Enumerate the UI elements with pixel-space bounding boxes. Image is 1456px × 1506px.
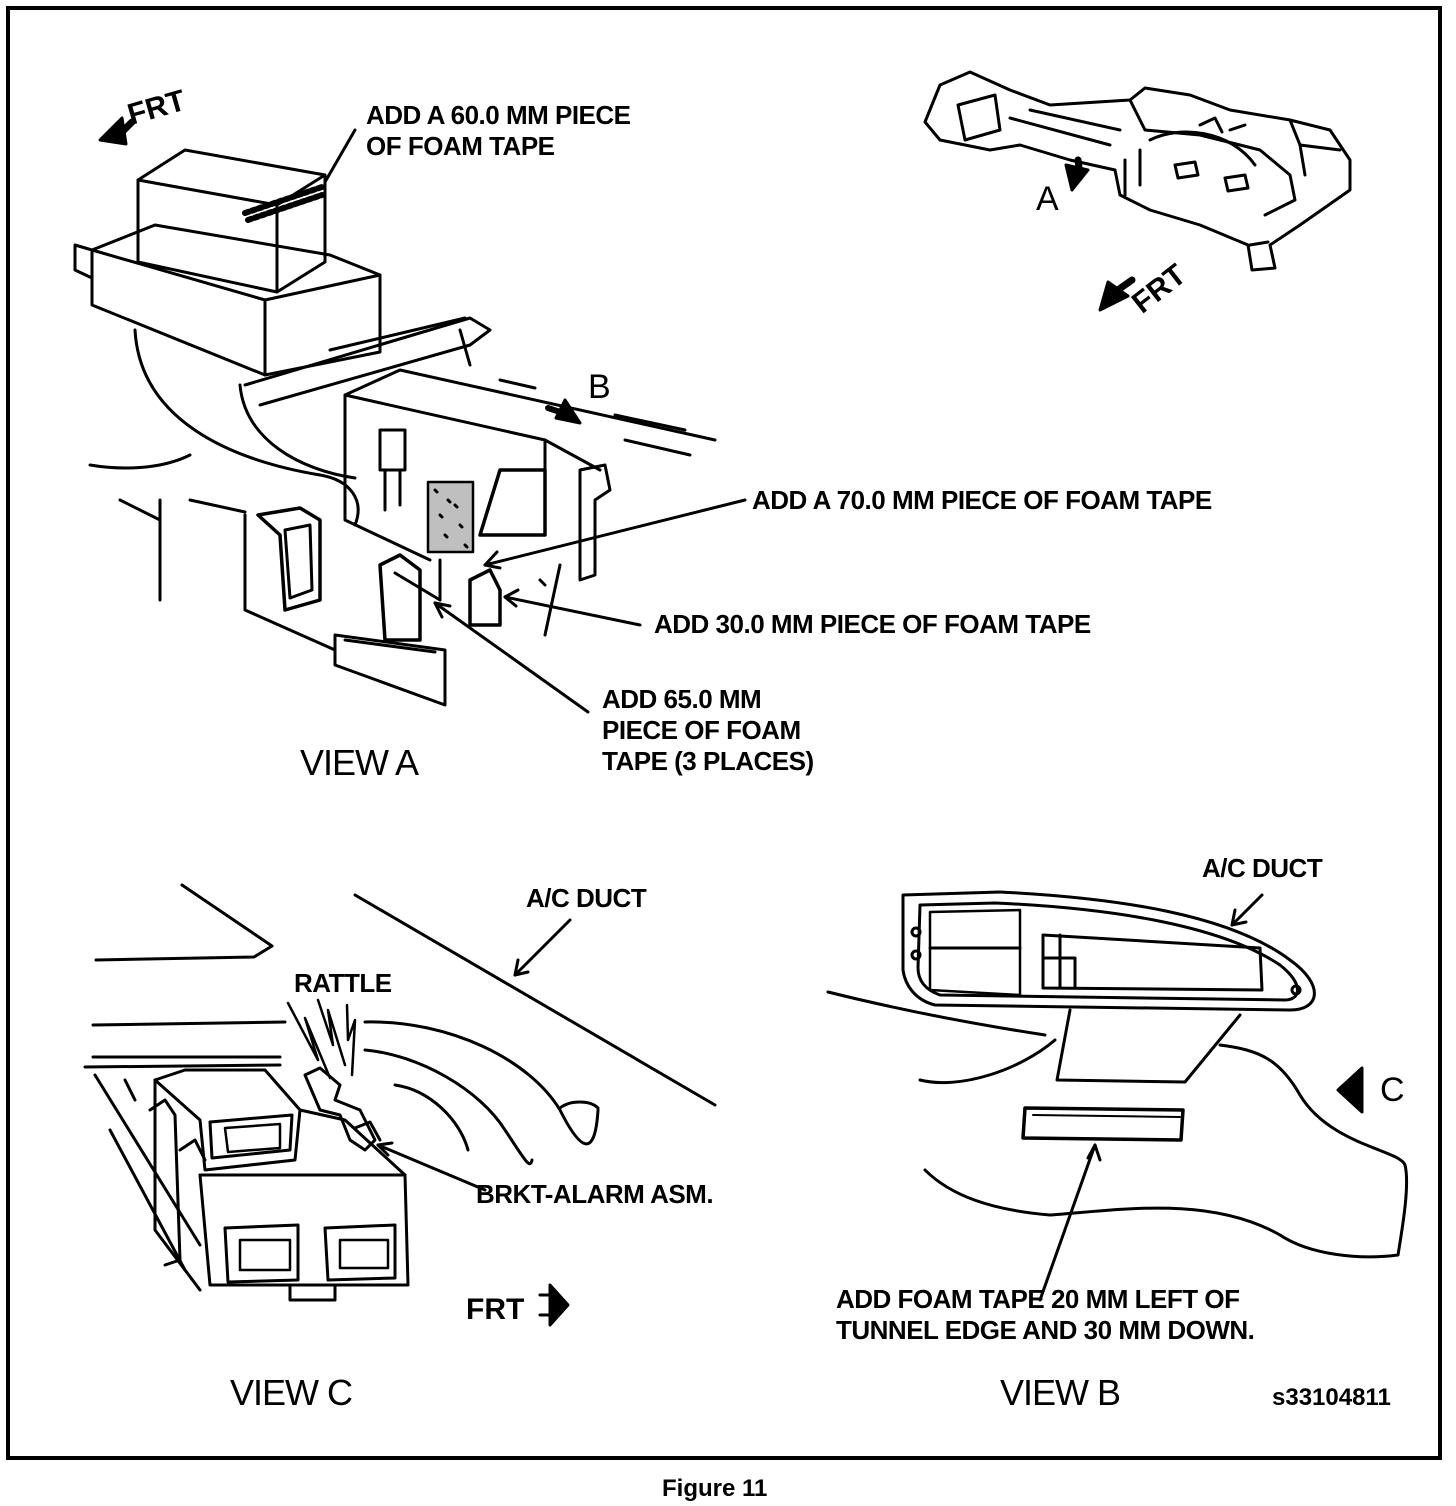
c-arrow-icon: [1336, 1066, 1364, 1114]
view-c-marker: C: [1380, 1071, 1405, 1109]
view-c-title: VIEW C: [230, 1372, 353, 1413]
view-b-title: VIEW B: [1000, 1372, 1121, 1413]
foam-65-label: ADD 65.0 MM PIECE OF FOAM TAPE (3 PLACES…: [602, 684, 814, 776]
ac-duct-label-b: A/C DUCT: [1202, 853, 1323, 883]
brkt-alarm-label: BRKT-ALARM ASM.: [476, 1179, 714, 1209]
view-a-title: VIEW A: [300, 742, 419, 783]
view-a-drawing: [73, 128, 747, 714]
frt-arrow-c-icon: [548, 1283, 570, 1327]
view-b-marker: B: [588, 368, 611, 406]
assembly-overview-drawing: [923, 70, 1352, 272]
view-a-marker: A: [1036, 180, 1059, 218]
figure-frame: [6, 6, 1442, 1460]
foam-20-label: ADD FOAM TAPE 20 MM LEFT OF TUNNEL EDGE …: [836, 1284, 1255, 1345]
view-b-drawing: [826, 890, 1409, 1302]
figure-code: s33104811: [1272, 1384, 1391, 1411]
foam-60-label: ADD A 60.0 MM PIECE OF FOAM TAPE: [366, 100, 631, 161]
frt-label-c: FRT: [466, 1293, 525, 1326]
ac-duct-label-c: A/C DUCT: [526, 883, 647, 913]
figure-caption: Figure 11: [662, 1475, 768, 1502]
foam-30-label: ADD 30.0 MM PIECE OF FOAM TAPE: [654, 609, 1091, 639]
rattle-label: RATTLE: [294, 968, 392, 998]
foam-70-label: ADD A 70.0 MM PIECE OF FOAM TAPE: [752, 485, 1212, 515]
view-c-drawing: [83, 883, 717, 1302]
